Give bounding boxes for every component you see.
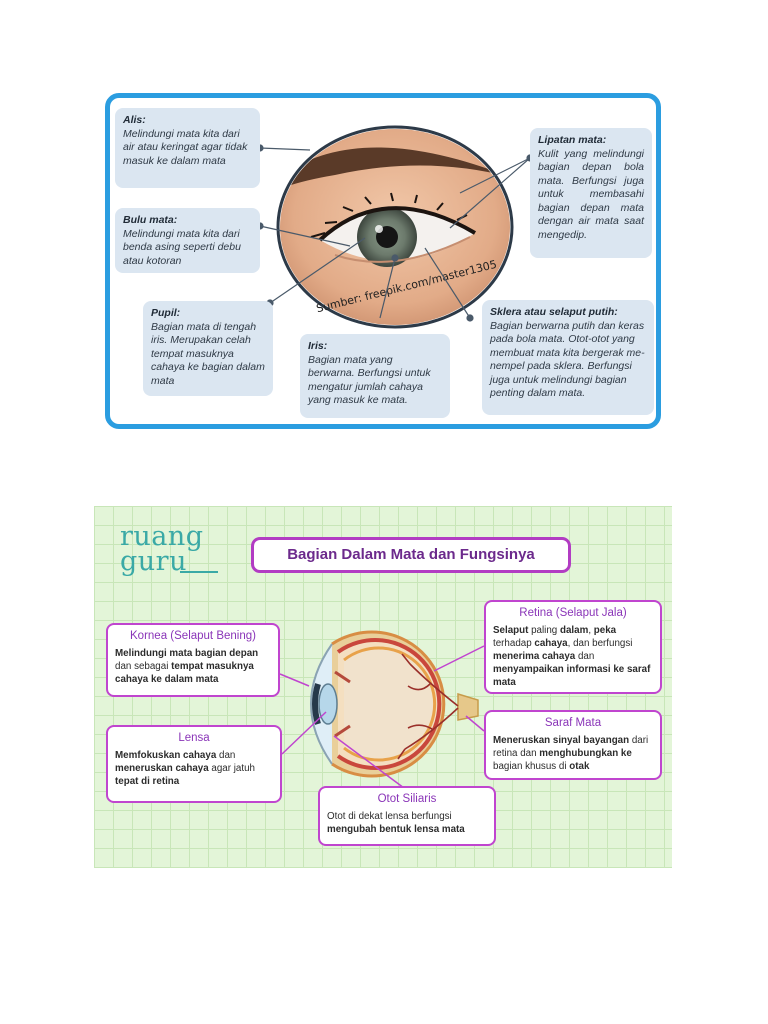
label-saraf-mata: Saraf Mata Meneruskan sinyal bayangan da… — [484, 710, 662, 780]
label-pupil: Pupil: Bagian mata di tengah iris. Merup… — [143, 301, 273, 396]
label-iris: Iris: Bagian mata yang berwarna. Berfung… — [300, 334, 450, 418]
label-retina: Retina (Selaput Jala) Selaput paling dal… — [484, 600, 662, 694]
label-alis: Alis: Melindungi mata kita dari air atau… — [115, 108, 260, 188]
label-otot-siliaris: Otot Siliaris Otot di dekat lensa berfun… — [318, 786, 496, 846]
label-bulu-mata: Bulu mata: Melindungi mata kita dari ben… — [115, 208, 260, 273]
ruangguru-logo: ruang guru — [120, 523, 218, 575]
eye-photo: Sumber: freepik.com/master1305 — [276, 125, 514, 329]
label-lipatan-mata: Lipatan mata: Kulit yang melindungi bagi… — [530, 128, 652, 258]
label-kornea: Kornea (Selaput Bening) Melindungi mata … — [106, 623, 280, 697]
label-lensa: Lensa Memfokuskan cahaya dan meneruskan … — [106, 725, 282, 803]
bottom-leader-lines — [279, 645, 485, 789]
eye-internal-card: ruang guru Bagian Dalam Mata dan Fungsin… — [94, 506, 672, 868]
diagram-title: Bagian Dalam Mata dan Fungsinya — [251, 537, 571, 573]
eye-external-card: Sumber: freepik.com/master1305 Alis: Mel… — [105, 93, 661, 429]
label-sklera: Sklera atau selaput putih: Bagian berwar… — [482, 300, 654, 415]
